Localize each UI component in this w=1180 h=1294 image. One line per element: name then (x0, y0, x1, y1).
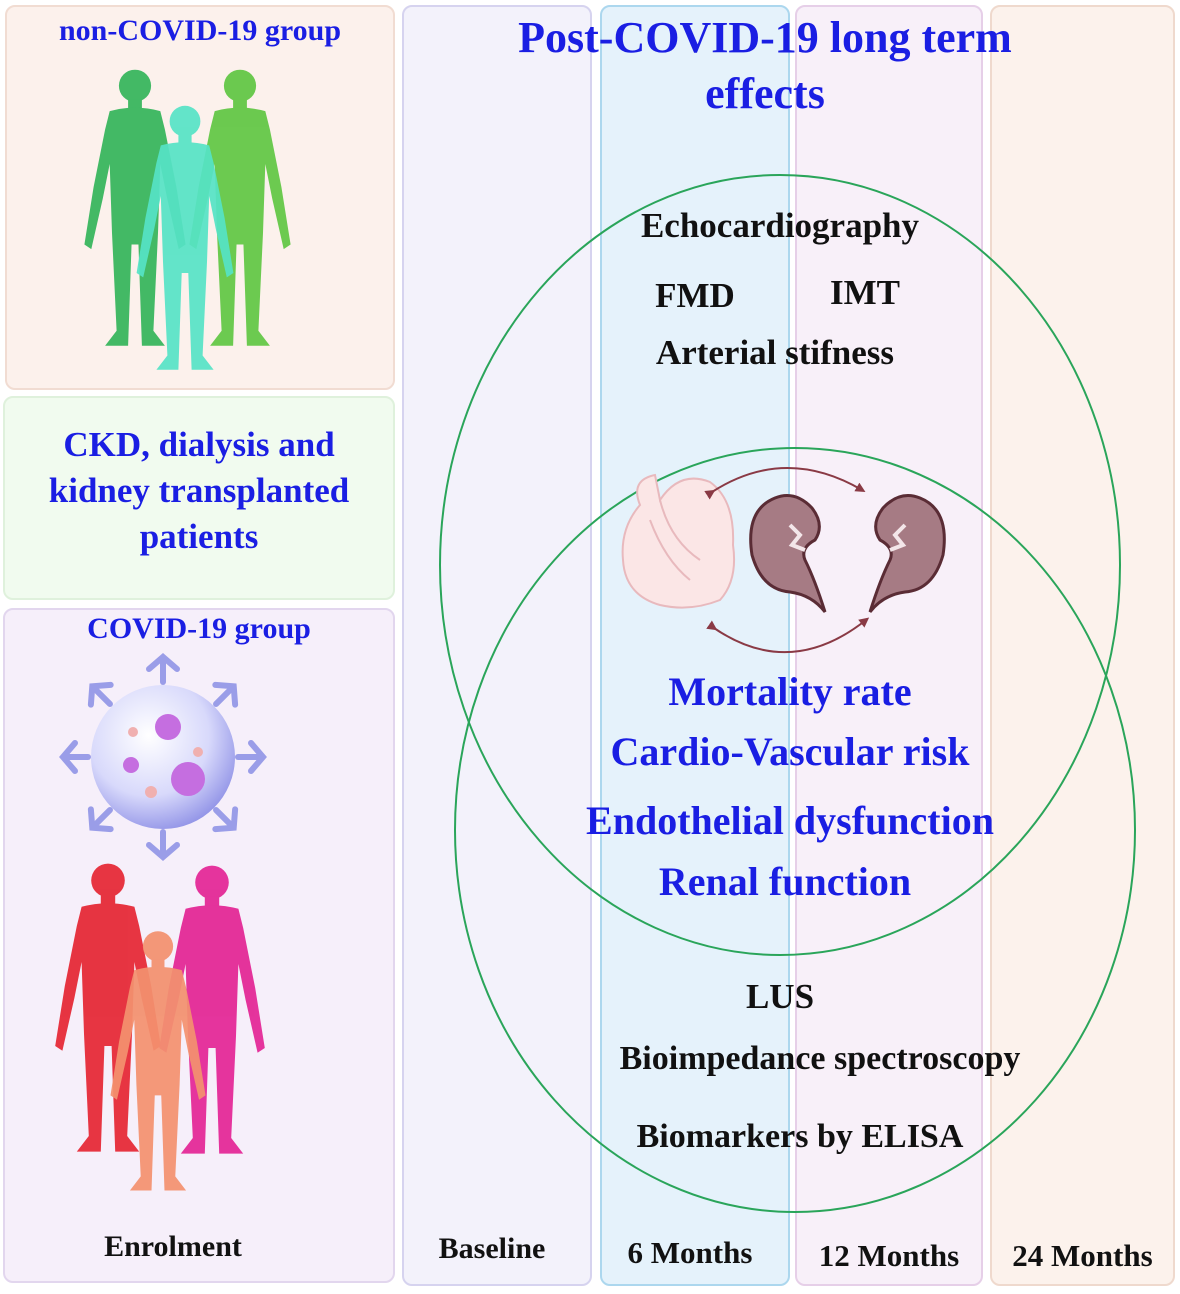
twentyfour-months-column (990, 5, 1175, 1286)
fmd-label: FMD (655, 276, 735, 315)
outcome-cardiovascular: Cardio-Vascular risk (610, 729, 970, 774)
covid-group-title: COVID-19 group (87, 612, 311, 645)
outcome-mortality: Mortality rate (668, 669, 912, 714)
imt-label: IMT (830, 273, 900, 312)
main-title-line2: effects (705, 69, 825, 118)
bidirectional-arrow-top-icon (704, 467, 866, 500)
main-title-line1: Post-COVID-19 long term (518, 13, 1012, 62)
twelve-months-column (795, 5, 983, 1286)
outcome-renal: Renal function (658, 859, 912, 904)
echocardiography-label: Echocardiography (640, 206, 920, 245)
heart-icon (621, 473, 736, 609)
outcome-endothelial: Endothelial dysfunction (586, 798, 994, 843)
six-months-column (600, 5, 790, 1286)
enrolment-label: Enrolment (104, 1230, 242, 1263)
lus-label: LUS (745, 977, 815, 1016)
ckd-panel (3, 396, 395, 600)
kidney-right-icon (868, 494, 946, 613)
ckd-label-line1: CKD, dialysis and (63, 425, 335, 464)
twelve-months-label: 12 Months (818, 1238, 960, 1273)
bioimpedance-label: Bioimpedance spectroscopy (619, 1040, 1021, 1077)
bidirectional-arrow-bottom-icon (706, 617, 870, 653)
ckd-label-line3: patients (139, 517, 259, 556)
upper-ellipse (439, 174, 1121, 956)
ckd-label-line2: kidney transplanted (48, 471, 350, 510)
kidney-left-icon (749, 494, 827, 613)
twentyfour-months-label: 24 Months (1012, 1238, 1153, 1273)
lower-ellipse (454, 447, 1136, 1213)
six-months-label: 6 Months (627, 1235, 753, 1270)
biomarkers-label: Biomarkers by ELISA (636, 1118, 964, 1155)
arterial-stiffness-label: Arterial stifness (655, 333, 895, 372)
baseline-label: Baseline (438, 1232, 546, 1265)
noncovid-group-title: non-COVID-19 group (59, 14, 341, 47)
virus-icon (59, 653, 267, 861)
